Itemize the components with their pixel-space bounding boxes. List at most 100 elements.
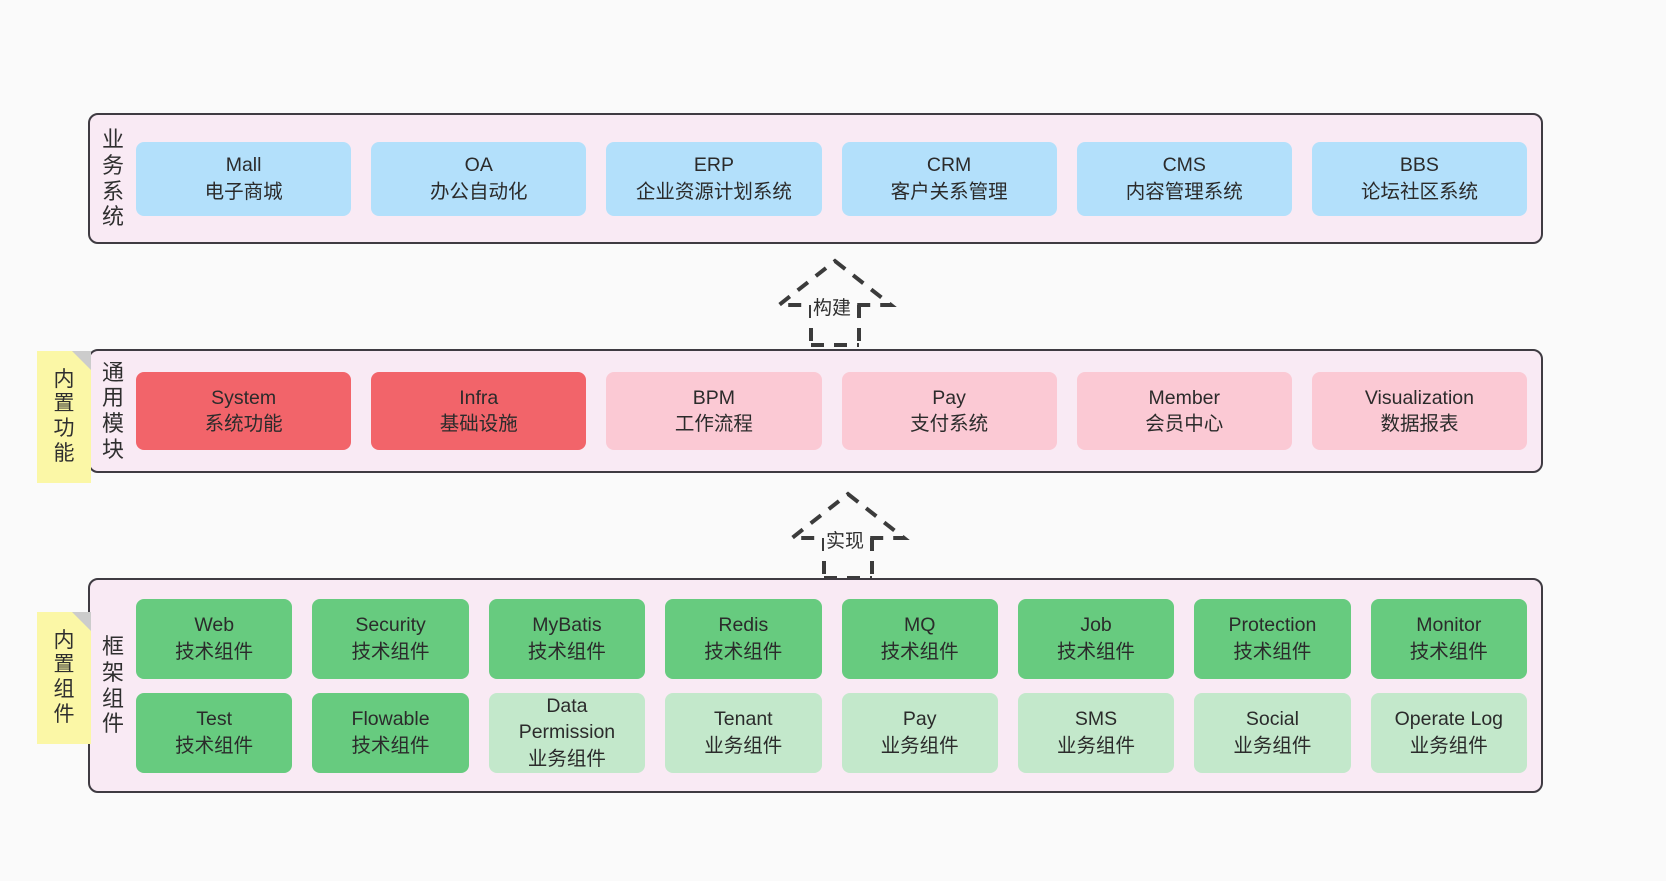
sticky-note-builtin-component: 内置组件 xyxy=(37,612,91,744)
component-card[interactable]: Security 技术组件 xyxy=(312,598,469,679)
card-subtitle: 工作流程 xyxy=(674,413,753,435)
card-title: MyBatis xyxy=(532,614,602,637)
component-card[interactable]: Monitor 技术组件 xyxy=(1370,598,1527,679)
card-title: Pay xyxy=(932,386,966,409)
card-title: Operate Log xyxy=(1394,708,1504,731)
component-card[interactable]: MQ 技术组件 xyxy=(841,598,998,679)
vertical-char: 框 xyxy=(101,634,124,660)
vertical-char: 内 xyxy=(53,367,75,391)
arrow-label-implement: 实现 xyxy=(824,526,867,553)
card-subtitle: 会员中心 xyxy=(1145,413,1224,435)
card-subtitle: 技术组件 xyxy=(1409,640,1488,663)
card-subtitle: 技术组件 xyxy=(880,640,959,663)
card-subtitle: 支付系统 xyxy=(910,413,989,435)
card-title: MQ xyxy=(903,614,936,637)
component-card[interactable]: OA 办公自动化 xyxy=(371,141,587,216)
card-subtitle: 业务组件 xyxy=(880,734,959,757)
card-subtitle: 业务组件 xyxy=(527,747,606,770)
vertical-char: 务 xyxy=(101,152,124,178)
vertical-char: 置 xyxy=(53,392,75,416)
card-title: Monitor xyxy=(1416,614,1482,637)
vertical-char: 件 xyxy=(101,711,124,737)
vertical-char: 组 xyxy=(101,685,124,711)
layer-label-framework: 框架组件 xyxy=(90,580,136,791)
vertical-char: 系 xyxy=(101,178,124,204)
vertical-char: 模 xyxy=(101,411,124,436)
card-title: Pay xyxy=(902,708,937,731)
card-subtitle: 技术组件 xyxy=(351,640,430,663)
component-card[interactable]: CMS 内容管理系统 xyxy=(1076,141,1292,216)
card-title: SMS xyxy=(1074,708,1118,731)
component-card[interactable]: SMS 业务组件 xyxy=(1017,692,1175,773)
card-subtitle: 办公自动化 xyxy=(430,180,528,203)
card-title-line2: Permission xyxy=(518,721,616,744)
card-title: Web xyxy=(194,614,235,637)
card-title: Security xyxy=(355,614,426,637)
card-subtitle: 企业资源计划系统 xyxy=(635,180,792,203)
card-title: Mall xyxy=(225,154,262,177)
card-subtitle: 内容管理系统 xyxy=(1125,180,1243,203)
card-subtitle: 技术组件 xyxy=(1233,640,1312,663)
arrow-build: 构建 xyxy=(755,255,915,347)
component-card[interactable]: Pay 业务组件 xyxy=(841,692,998,773)
card-subtitle: 论坛社区系统 xyxy=(1360,180,1478,203)
vertical-char: 块 xyxy=(101,436,124,462)
card-title: Redis xyxy=(718,614,769,637)
card-title: Infra xyxy=(459,386,499,409)
card-title: Job xyxy=(1080,614,1112,637)
vertical-char: 统 xyxy=(101,204,124,230)
card-title: Protection xyxy=(1228,614,1317,637)
component-card[interactable]: BBS 论坛社区系统 xyxy=(1311,141,1528,216)
vertical-char: 用 xyxy=(101,385,124,411)
card-subtitle: 业务组件 xyxy=(1057,734,1136,757)
vertical-char: 组 xyxy=(53,678,75,701)
component-card[interactable]: Visualization 数据报表 xyxy=(1311,372,1528,450)
card-title: OA xyxy=(464,154,493,177)
card-title: Tenant xyxy=(714,708,773,731)
card-title: Visualization xyxy=(1364,386,1475,409)
vertical-char: 业 xyxy=(101,127,124,153)
component-card[interactable]: Protection 技术组件 xyxy=(1194,598,1351,679)
card-title: Flowable xyxy=(351,708,430,731)
layer-label-business: 业务系统 xyxy=(90,115,136,242)
card-subtitle: 技术组件 xyxy=(704,640,783,663)
card-title: BBS xyxy=(1399,154,1439,177)
note-text: 内置功能 xyxy=(54,368,75,466)
note-text: 内置组件 xyxy=(54,629,75,727)
card-subtitle: 系统功能 xyxy=(204,413,283,435)
card-subtitle: 数据报表 xyxy=(1380,413,1459,435)
arrow-implement: 实现 xyxy=(768,488,928,580)
vertical-char: 通 xyxy=(101,359,124,385)
component-card[interactable]: Redis 技术组件 xyxy=(665,598,822,679)
card-title: Data xyxy=(546,695,588,718)
component-card[interactable]: Pay 支付系统 xyxy=(841,372,1057,450)
card-title: CMS xyxy=(1162,154,1206,177)
vertical-char: 架 xyxy=(101,659,124,685)
